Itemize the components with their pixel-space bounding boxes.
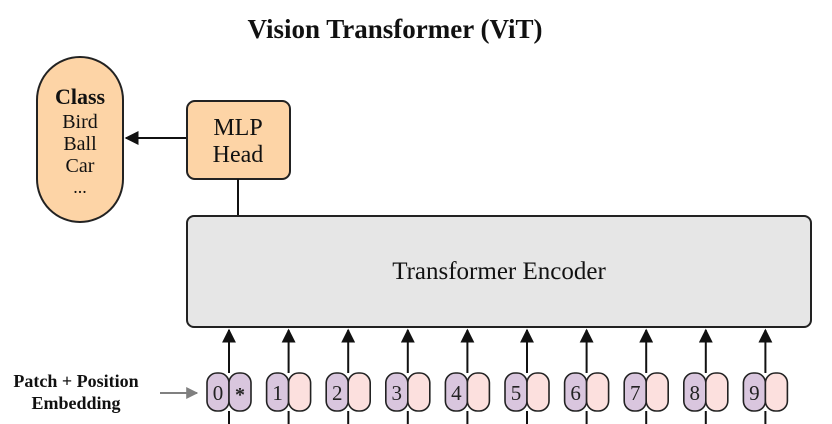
- patch-embedding-7: [645, 372, 670, 412]
- token-pair-9: 9: [742, 328, 789, 424]
- token-pair-2: 2: [325, 328, 372, 424]
- class-heading: Class: [55, 84, 106, 109]
- class-token: [228, 372, 252, 412]
- token-pair-8: 8: [682, 328, 729, 424]
- position-number-8: 8: [690, 381, 701, 405]
- position-number-4: 4: [451, 381, 462, 405]
- token-pair-6: 6: [563, 328, 610, 424]
- patch-embedding-2: [347, 372, 372, 412]
- position-number-2: 2: [332, 381, 343, 405]
- token-pair-5: 5: [504, 328, 550, 424]
- class-item-bird: Bird: [62, 111, 98, 133]
- token-pair-7: 7: [623, 328, 670, 424]
- patch-embedding-6: [585, 372, 610, 412]
- position-number-7: 7: [630, 381, 641, 405]
- patch-embedding-4: [466, 372, 491, 412]
- position-number-5: 5: [511, 381, 522, 405]
- transformer-encoder-box: Transformer Encoder: [186, 215, 812, 328]
- class-item-ball: Ball: [63, 133, 97, 155]
- class-output-shape: [36, 56, 124, 223]
- class-item-ellipsis: ...: [73, 177, 87, 197]
- embedding-label-line1: Patch + Position: [13, 371, 138, 391]
- patch-embedding-8: [704, 372, 729, 412]
- transformer-encoder-label: Transformer Encoder: [392, 258, 606, 285]
- position-number-9: 9: [749, 381, 760, 405]
- embedding-label-line2: Embedding: [31, 393, 120, 413]
- class-output-box: Class Bird Ball Car ...: [36, 56, 124, 223]
- diagram-title: Vision Transformer (ViT): [248, 14, 543, 44]
- mlp-head-box: MLP Head: [186, 100, 291, 180]
- token-pair-0: 0*: [206, 328, 252, 424]
- position-number-3: 3: [392, 381, 403, 405]
- patch-embedding-5: [526, 372, 550, 412]
- patch-embedding-9: [764, 372, 789, 412]
- position-number-6: 6: [570, 381, 581, 405]
- patch-embedding-3: [406, 372, 431, 412]
- transformer-encoder-shape: [186, 215, 812, 328]
- class-token-marker: *: [235, 384, 245, 406]
- patch-embedding-1: [287, 372, 312, 412]
- mlp-head-line1: MLP: [213, 115, 262, 141]
- position-number-0: 0: [213, 381, 224, 405]
- class-item-car: Car: [66, 155, 95, 177]
- token-pair-3: 3: [384, 328, 431, 424]
- token-pair-4: 4: [444, 328, 491, 424]
- mlp-head-line2: Head: [213, 142, 264, 168]
- token-pair-1: 1: [265, 328, 312, 424]
- position-number-1: 1: [272, 381, 283, 405]
